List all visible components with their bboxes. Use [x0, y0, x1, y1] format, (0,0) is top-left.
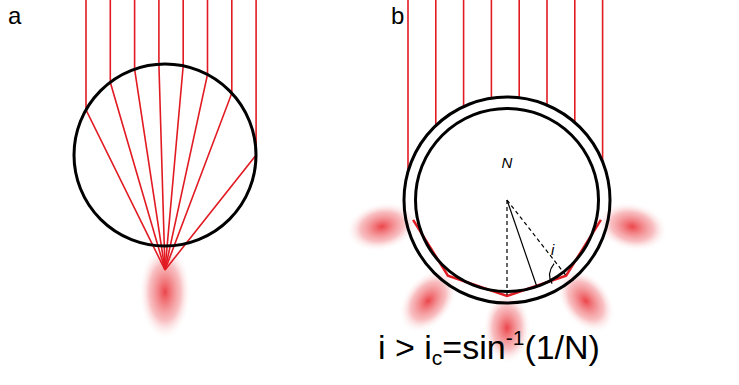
light-ray	[159, 0, 165, 270]
panel-letter: a	[8, 2, 21, 30]
resonator-panel	[342, 0, 673, 364]
light-ray	[518, 0, 520, 98]
light-ray	[602, 0, 604, 162]
light-ray	[546, 0, 548, 105]
critical-angle-formula: i > ic=sin-1(1/N)	[378, 326, 600, 370]
normal-line	[506, 200, 507, 296]
light-ray	[110, 0, 165, 270]
core-circle: N	[414, 107, 600, 293]
light-ray	[491, 0, 493, 98]
angle-label: i	[551, 241, 554, 258]
panel-letter: b	[391, 2, 404, 30]
formula-superscript: -1	[506, 326, 525, 349]
formula-text: (1/N)	[524, 328, 600, 366]
lens-panel	[74, 0, 256, 340]
shell-outline	[404, 97, 610, 303]
formula-subscript: c	[432, 346, 443, 369]
emission-lobe	[342, 196, 422, 258]
medium-index: N	[502, 154, 513, 171]
light-ray	[165, 0, 232, 270]
normal-line	[507, 200, 537, 286]
sphere-outline	[74, 64, 256, 246]
light-ray	[86, 0, 165, 270]
light-ray	[135, 0, 165, 270]
light-ray	[574, 0, 576, 122]
emission-lobe	[592, 196, 672, 258]
light-ray	[407, 0, 409, 172]
formula-text: i > i	[378, 328, 432, 366]
normal-line	[507, 200, 566, 276]
circle-outline	[414, 107, 600, 293]
light-ray	[165, 0, 208, 270]
light-ray	[165, 0, 256, 270]
light-ray	[435, 0, 437, 126]
light-ray	[463, 0, 465, 107]
formula-text: =sin	[442, 328, 505, 366]
